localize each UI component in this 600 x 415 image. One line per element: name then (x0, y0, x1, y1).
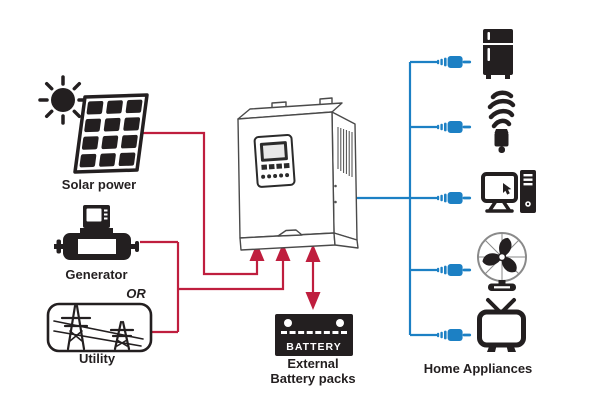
cursor-icon (503, 183, 512, 195)
battery-terminal (336, 319, 344, 327)
desktop-computer-icon (481, 168, 537, 215)
solar-to-inverter-line (143, 131, 259, 276)
generator-utility-to-inverter-line (140, 240, 285, 334)
dc-input-lines (140, 131, 315, 334)
battery-caption: External Battery packs (263, 356, 363, 386)
battery-box-label: BATTERY (286, 341, 342, 353)
refrigerator-icon (482, 29, 514, 81)
power-plug-icon (437, 121, 472, 133)
or-label: OR (126, 286, 146, 301)
battery-caption-line2: Battery packs (270, 371, 356, 386)
home-appliances-label: Home Appliances (423, 361, 533, 376)
power-plug-icon (437, 329, 472, 341)
control-panel (253, 134, 296, 188)
arrow-up-icon (275, 243, 291, 261)
inverter-icon (228, 94, 368, 258)
power-plug-icon (437, 192, 472, 204)
generator-label: Generator (65, 267, 128, 282)
utility-grid-icon (44, 296, 156, 356)
generator-icon (54, 204, 144, 264)
battery-terminal (284, 319, 292, 327)
tv-icon (477, 297, 526, 354)
arrow-up-icon (249, 243, 265, 261)
battery-dash-line (281, 331, 347, 334)
battery-caption-line1: External (287, 356, 339, 371)
arrow-down-icon (305, 292, 321, 310)
cfl-bulb-icon (485, 90, 517, 154)
power-plug-icon (437, 56, 472, 68)
solar-panel-icon (33, 74, 158, 178)
arrow-up-icon (305, 244, 321, 262)
red-arrowheads (249, 243, 321, 310)
sun-icon (38, 75, 88, 125)
ac-output-lines (341, 60, 438, 337)
power-plug-icon (437, 264, 472, 276)
utility-label: Utility (78, 351, 116, 366)
vent-grille (337, 127, 353, 177)
appliance-branch-lines (410, 60, 438, 337)
fan-icon (476, 231, 528, 292)
battery-icon: BATTERY (275, 314, 353, 356)
solar-power-label: Solar power (61, 177, 137, 192)
